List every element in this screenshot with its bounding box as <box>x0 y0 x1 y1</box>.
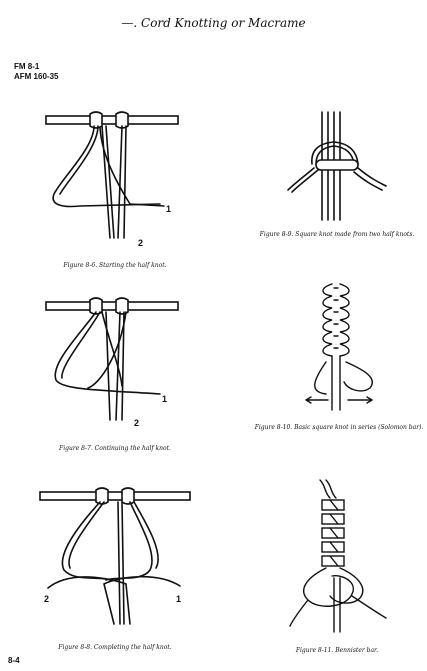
figure-8-11-illustration <box>289 479 387 633</box>
figure-8-8-label-1: 1 <box>176 594 181 604</box>
fm-number: FM 8-1 <box>14 62 40 71</box>
figure-8-6-caption: Figure 8-6. Starting the half knot. <box>63 262 167 269</box>
chapter-title: —. Cord Knotting or Macrame <box>121 16 306 30</box>
figure-8-6-label-1: 1 <box>166 204 171 214</box>
figure-8-6-label-2: 2 <box>138 238 143 248</box>
page-number: 8-4 <box>8 656 20 665</box>
figure-8-9-illustration <box>287 111 387 221</box>
figure-8-11-caption: Figure 8-11. Bennister bar. <box>295 647 379 654</box>
figure-8-9-caption: Figure 8-9. Square knot made from two ha… <box>259 231 415 238</box>
figure-8-7-illustration: 1 2 <box>45 297 179 428</box>
figure-8-7-caption: Figure 8-7. Continuing the half knot. <box>59 445 171 452</box>
figure-8-10-illustration <box>305 283 373 411</box>
figure-8-8-caption: Figure 8-8. Completing the half knot. <box>58 644 172 651</box>
figure-8-10-caption: Figure 8-10. Basic square knot in series… <box>254 424 424 431</box>
afm-number: AFM 160-35 <box>14 72 59 81</box>
figure-8-6-illustration: 1 2 <box>45 111 179 248</box>
figure-8-8-label-2: 2 <box>44 594 49 604</box>
figure-8-8-illustration: 2 1 <box>39 487 191 625</box>
figure-8-7-label-2: 2 <box>134 418 139 428</box>
figure-8-7-label-1: 1 <box>162 394 167 404</box>
